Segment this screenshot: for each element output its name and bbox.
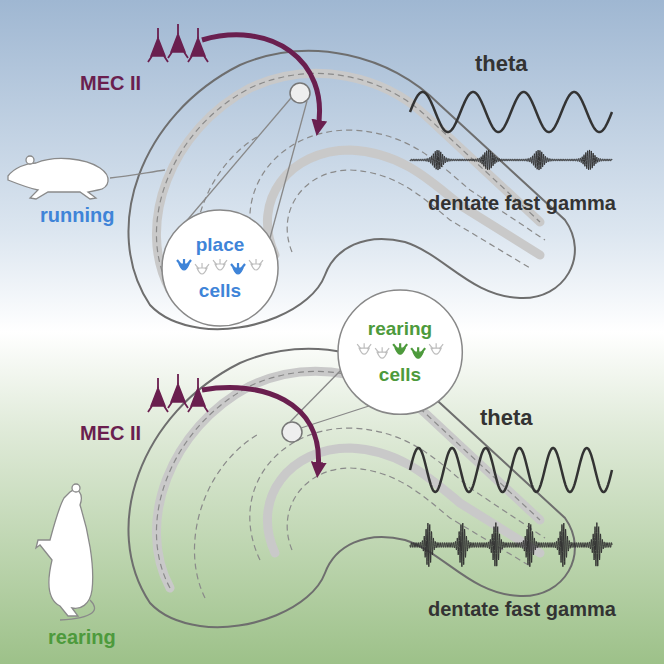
theta-wave xyxy=(410,92,612,132)
leader-line xyxy=(270,101,307,238)
circle-outline xyxy=(336,288,464,416)
gamma-trace xyxy=(410,523,612,567)
zoom-circle xyxy=(282,422,302,442)
granule-cells xyxy=(177,259,263,274)
granule-cells xyxy=(357,343,443,358)
mec-neurons xyxy=(148,24,208,62)
running-rat xyxy=(8,156,165,199)
zoom-circle xyxy=(290,83,310,103)
rearing-rat xyxy=(36,484,95,620)
label: MEC II xyxy=(80,72,141,94)
leader-line xyxy=(290,368,343,422)
callout-circle: rearing cells xyxy=(336,288,464,416)
label: dentate fast gamma xyxy=(428,598,616,620)
projection-arrow xyxy=(202,388,319,470)
label: running xyxy=(40,204,114,226)
mec-neurons xyxy=(148,374,208,412)
cell-label: rearing cells xyxy=(368,306,432,398)
label: theta xyxy=(480,406,533,430)
label: rearing xyxy=(48,626,116,648)
label: theta xyxy=(475,52,528,76)
hippocampus xyxy=(128,51,574,329)
gamma-trace xyxy=(410,150,612,170)
label: dentate fast gamma xyxy=(428,192,616,214)
cell-label: place cells xyxy=(196,222,245,314)
theta-wave xyxy=(410,448,612,492)
callout-circle: place cells xyxy=(160,208,280,328)
circle-outline xyxy=(160,208,280,328)
label: MEC II xyxy=(80,422,141,444)
projection-arrow xyxy=(202,35,320,128)
